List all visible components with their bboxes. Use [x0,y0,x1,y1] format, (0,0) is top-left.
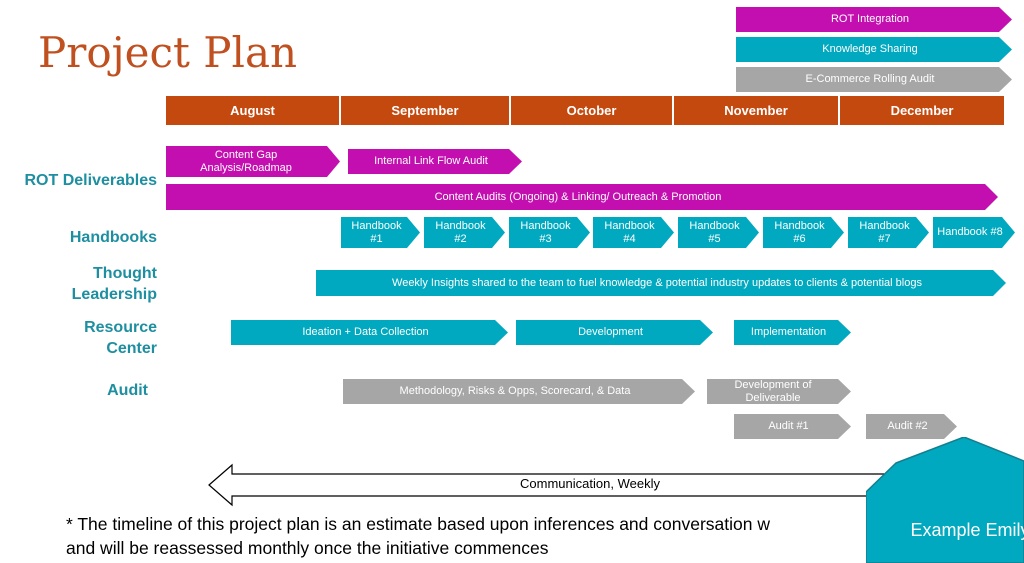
month-november: November [674,96,838,125]
bar-implementation: Implementation [734,320,851,345]
row-label-handbooks: Handbooks [69,229,157,246]
bar-handbook-1: Handbook #1 [341,217,420,248]
bar-handbook-3: Handbook #3 [509,217,590,248]
month-december: December [840,96,1004,125]
bar-handbook-8: Handbook #8 [933,217,1015,248]
legend-knowledge-sharing: Knowledge Sharing [736,37,1012,62]
row-label-thought-leadership: Thought Leadership [71,265,157,303]
page-title: Project Plan [38,28,298,77]
footnote: * The timeline of this project plan is a… [66,514,770,558]
bar-handbook-7: Handbook #7 [848,217,929,248]
month-august: August [166,96,339,125]
bar-development: Development [516,320,713,345]
month-october: October [511,96,672,125]
communication-label: Communication, Weekly [520,476,660,491]
legend-ecommerce-rolling-audit: E-Commerce Rolling Audit [736,67,1012,92]
bar-content-audits-ongoing: Content Audits (Ongoing) & Linking/ Outr… [166,184,998,210]
bar-handbook-5: Handbook #5 [678,217,759,248]
bar-weekly-insights: Weekly Insights shared to the team to fu… [316,270,1006,296]
example-badge-text: Example Emily [910,520,1024,540]
legend-rot-integration: ROT Integration [736,7,1012,32]
row-label-audit: Audit [107,382,148,399]
row-label-rot-deliverables: ROT Deliverables [24,172,158,189]
bar-methodology-risks: Methodology, Risks & Opps, Scorecard, & … [343,379,695,404]
bar-handbook-4: Handbook #4 [593,217,674,248]
bar-audit-1: Audit #1 [734,414,851,439]
bar-development-of-deliverable: Development of Deliverable [707,379,851,404]
bar-handbook-6: Handbook #6 [763,217,844,248]
bar-internal-link-flow-audit: Internal Link Flow Audit [348,149,522,174]
bar-content-gap-analysis: Content Gap Analysis/Roadmap [166,146,340,177]
month-september: September [341,96,509,125]
bar-handbook-2: Handbook #2 [424,217,505,248]
row-label-resource-center: Resource Center [84,319,157,357]
bar-audit-2: Audit #2 [866,414,957,439]
bar-ideation-data-collection: Ideation + Data Collection [231,320,508,345]
example-badge-shape [866,437,1024,563]
